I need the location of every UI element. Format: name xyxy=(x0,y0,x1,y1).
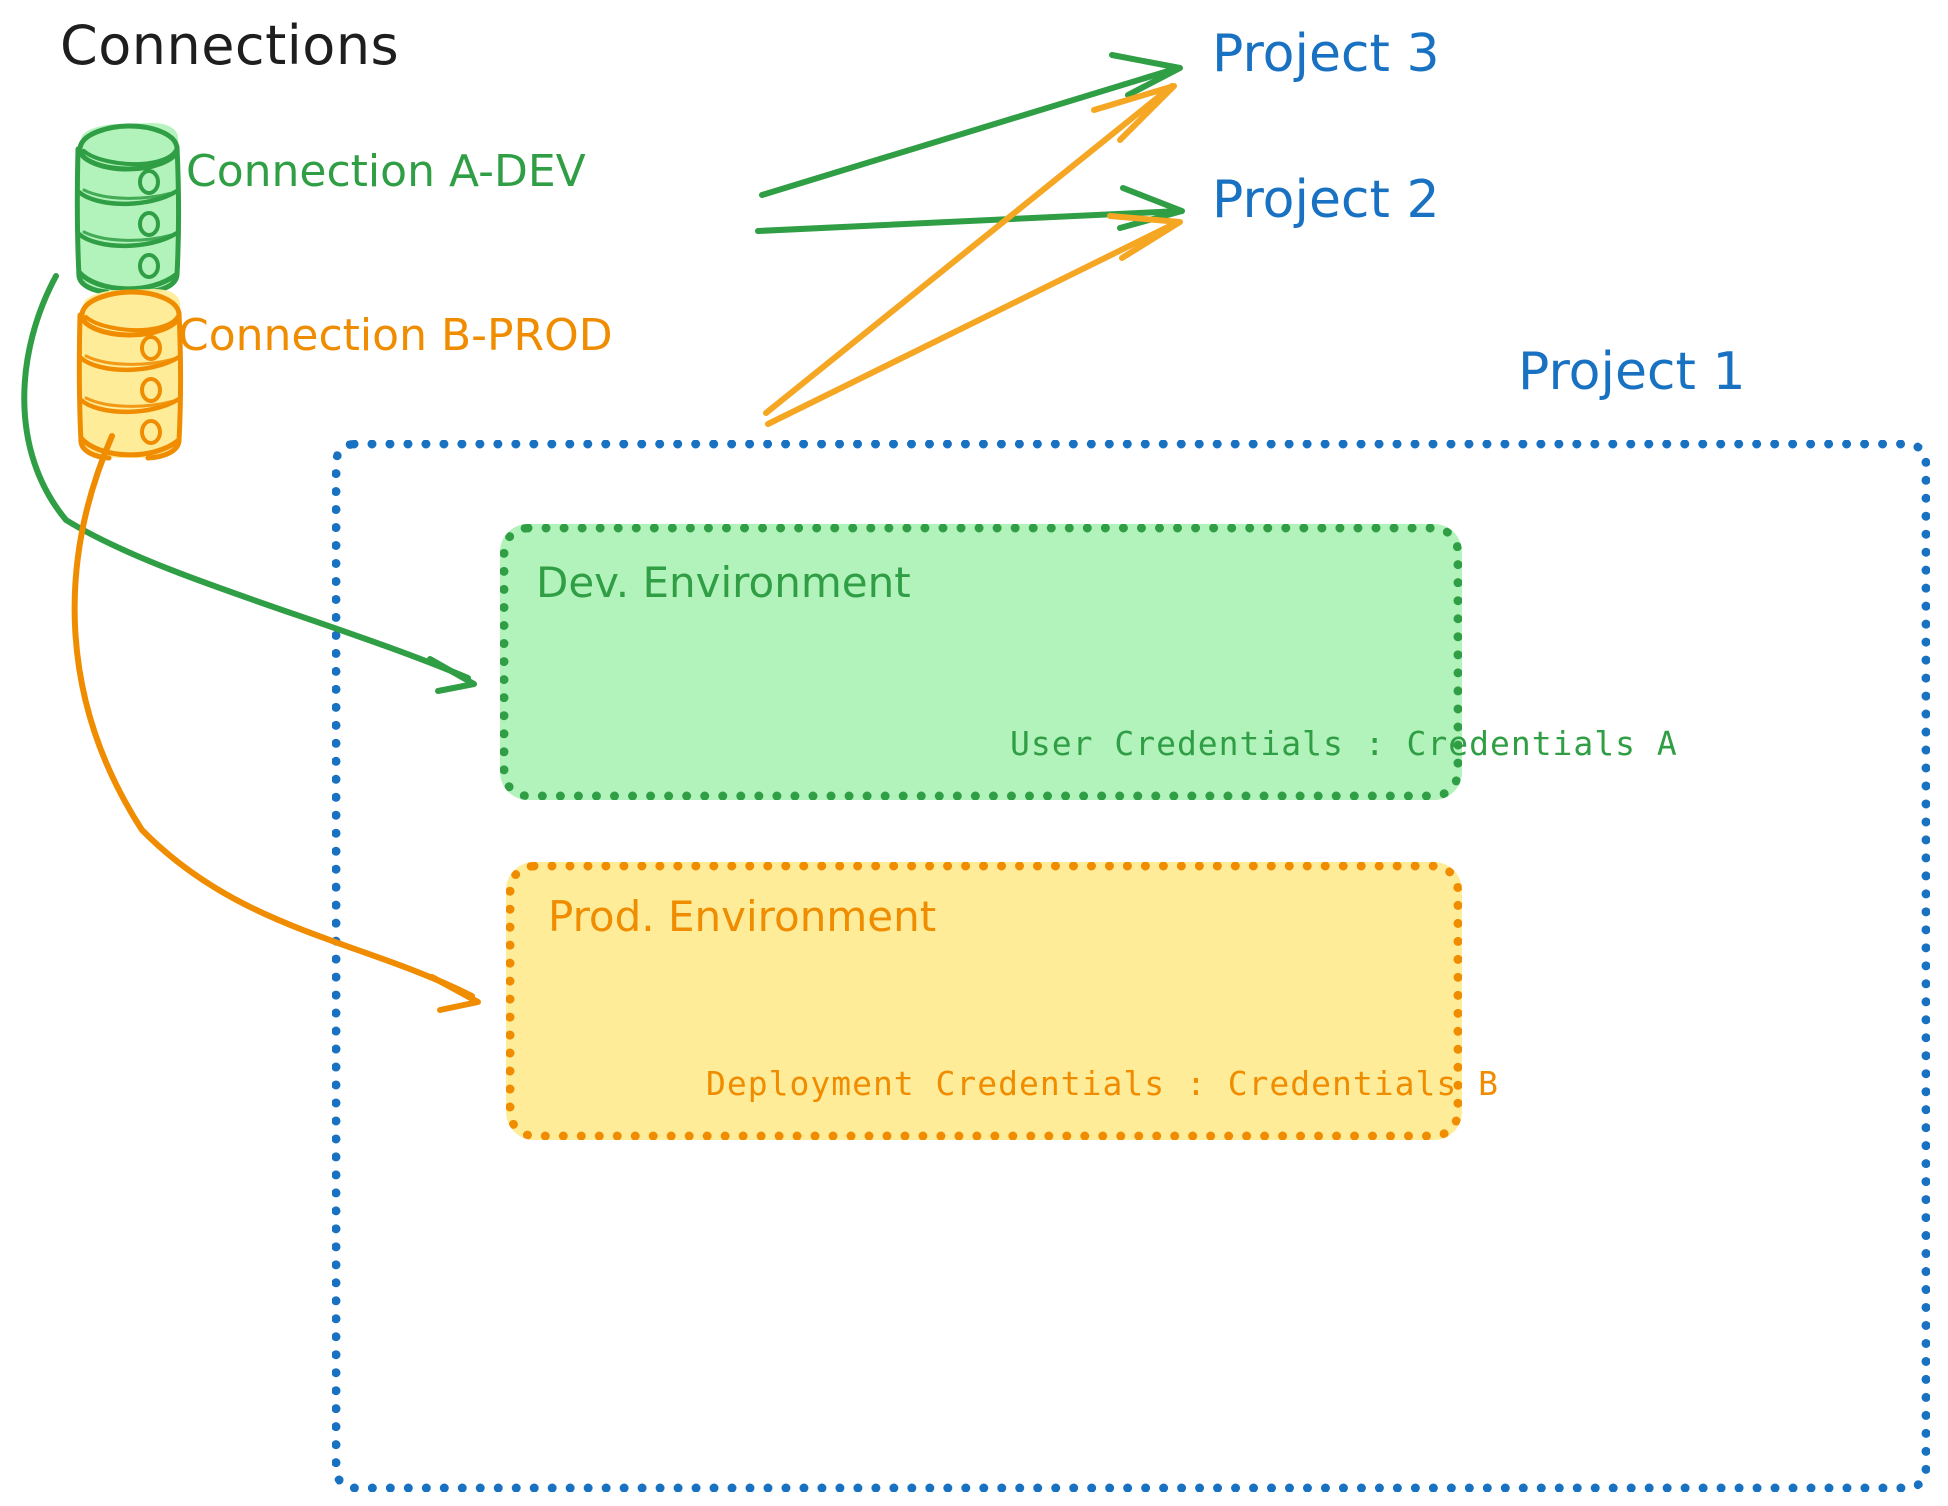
prod-environment-title: Prod. Environment xyxy=(548,892,937,941)
connection-a-dev-label[interactable]: Connection A-DEV xyxy=(186,146,586,197)
project-3-label[interactable]: Project 3 xyxy=(1212,24,1440,84)
page-title: Connections xyxy=(60,14,400,77)
dev-environment-title: Dev. Environment xyxy=(536,558,911,607)
edge-a-dev-to-project-3 xyxy=(759,52,1183,198)
edge-a-dev-to-project-2 xyxy=(755,185,1185,234)
database-cylinder-icon-a-dev[interactable] xyxy=(74,123,181,295)
dev-environment-credentials: User Credentials : Credentials A xyxy=(1010,724,1678,763)
connection-b-prod-label[interactable]: Connection B-PROD xyxy=(178,310,613,361)
dev-environment-box[interactable] xyxy=(500,524,1462,800)
edge-b-prod-to-project-3 xyxy=(763,83,1177,416)
database-cylinder-icon-b-prod[interactable] xyxy=(76,289,183,461)
project-1-label[interactable]: Project 1 xyxy=(1518,342,1746,402)
prod-environment-credentials: Deployment Credentials : Credentials B xyxy=(706,1064,1499,1103)
prod-environment-box[interactable] xyxy=(506,862,1462,1140)
edge-b-prod-to-project-2 xyxy=(765,213,1183,427)
project-2-label[interactable]: Project 2 xyxy=(1212,170,1440,230)
